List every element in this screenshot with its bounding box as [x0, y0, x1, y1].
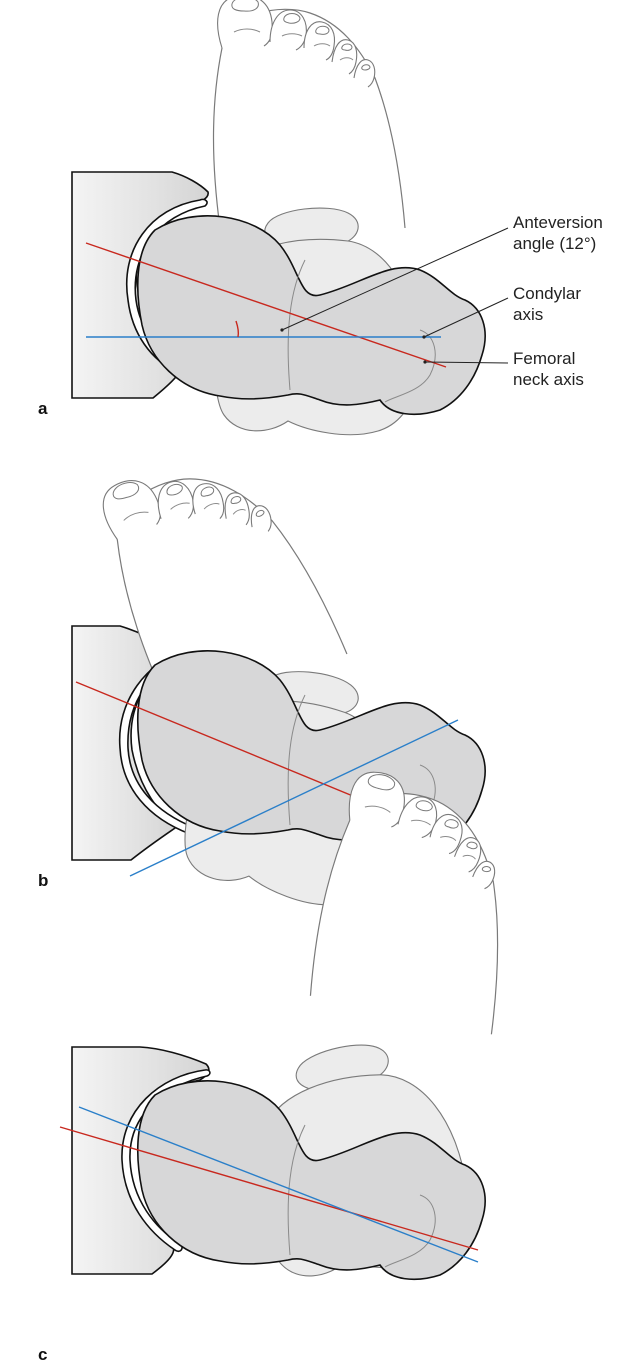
anteversion-label-2: angle (12°) — [513, 234, 596, 253]
anteversion-label-1: Anteversion — [513, 213, 603, 232]
foot-a — [214, 0, 406, 228]
panel-label-b: b — [38, 871, 48, 890]
femoral-label-2: neck axis — [513, 370, 584, 389]
panel-label-a: a — [38, 399, 48, 418]
panel-label-c: c — [38, 1345, 47, 1364]
condylar-label-2: axis — [513, 305, 543, 324]
femoral-label-1: Femoral — [513, 349, 575, 368]
condylar-label-1: Condylar — [513, 284, 581, 303]
panel-a: Anteversion angle (12°) Condylar axis Fe… — [38, 0, 603, 435]
